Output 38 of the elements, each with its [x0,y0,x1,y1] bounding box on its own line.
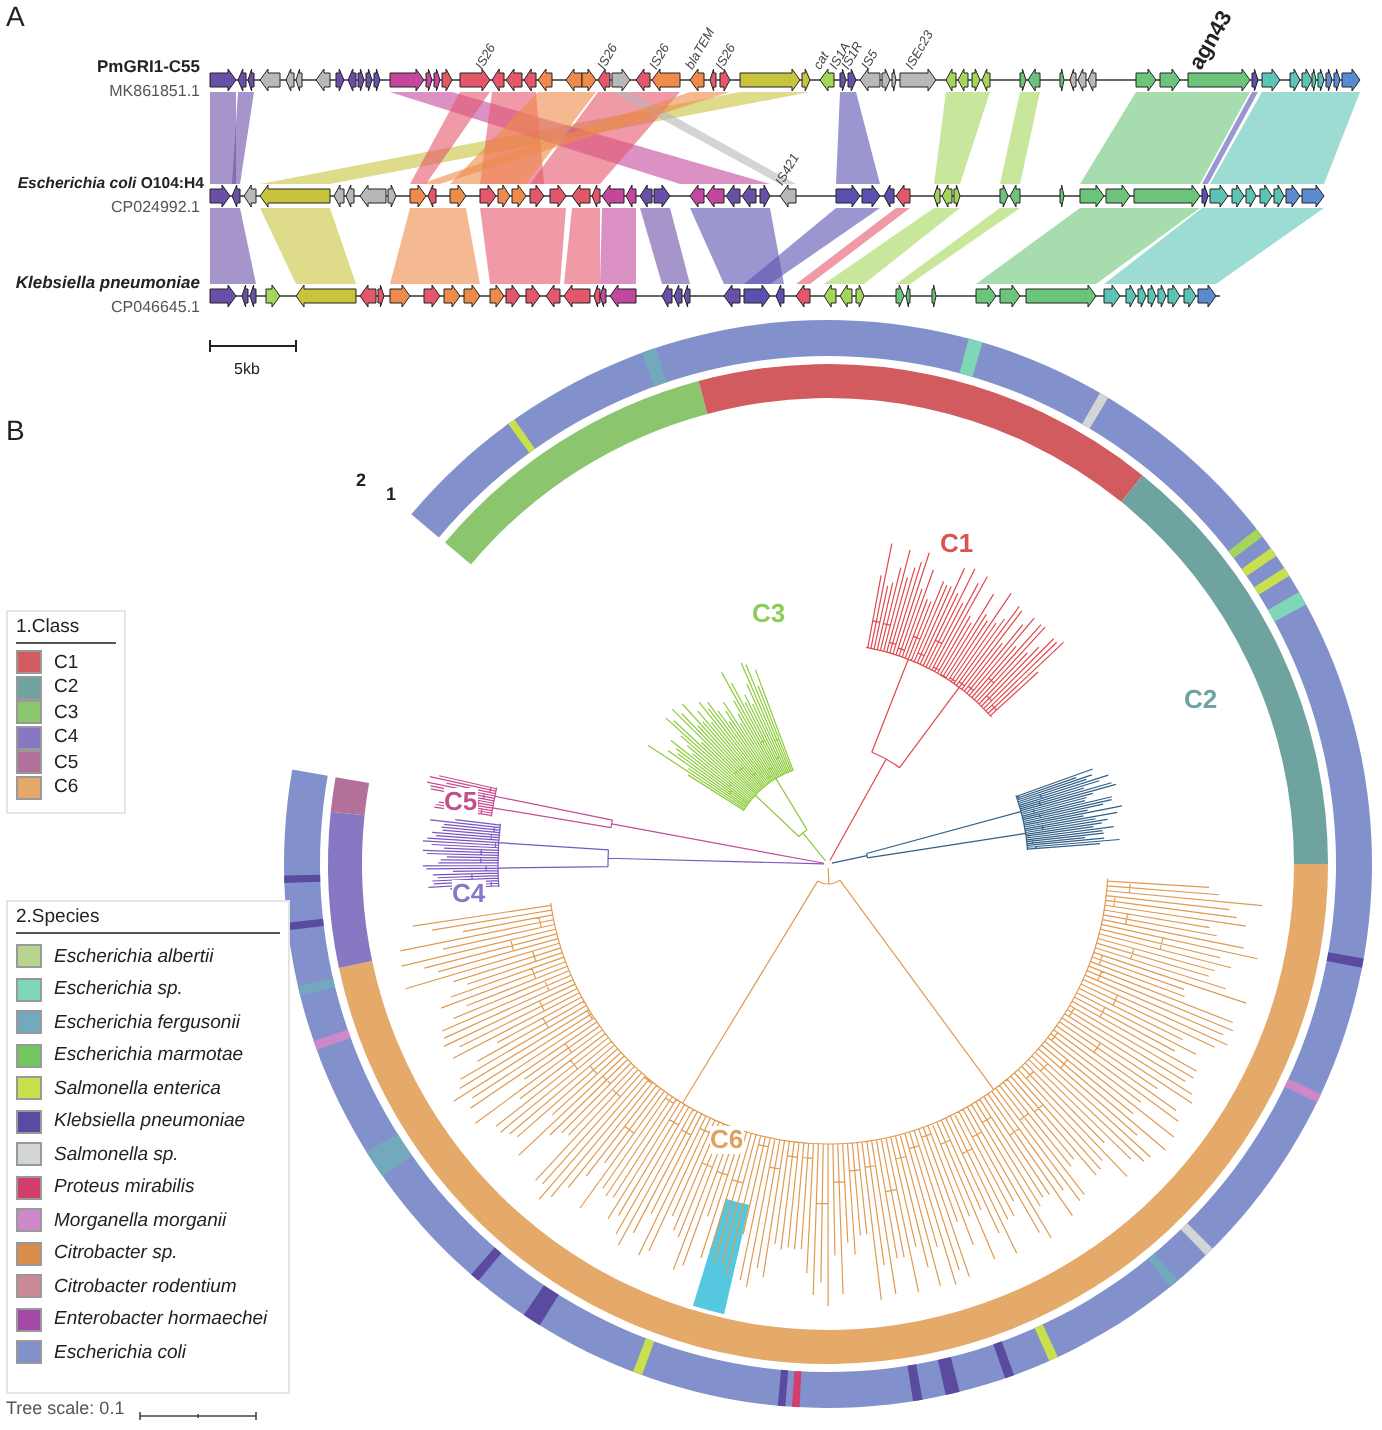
legend-label: Salmonella enterica [54,1077,221,1100]
legend-label: Escherichia albertii [54,945,214,968]
scale-label: 5kb [234,362,260,380]
accession-number: CP024992.1 [111,200,200,218]
ring-number: 2 [356,472,367,492]
legend-label: Escherichia marmotae [54,1044,244,1067]
sequence-name: PmGRI1-C55 [97,58,200,77]
accession-number: CP046645.1 [111,300,200,318]
legend-label: C3 [54,701,79,724]
legend-label: C1 [54,651,79,674]
legend-label: C6 [54,776,79,799]
clade-label: C6 [710,1126,744,1155]
legend-label: C4 [54,726,79,749]
legend-title: 1.Class [16,616,116,644]
legend-label: Escherichia coli [54,1341,186,1364]
panel-label: A [6,2,25,33]
legend-label: C5 [54,751,79,774]
legend-label: Proteus mirabilis [54,1176,195,1199]
legend-label: Klebsiella pneumoniae [54,1110,246,1133]
clade-label: C4 [452,880,486,909]
clade-label: C5 [444,788,478,817]
legend-label: C2 [54,676,79,699]
clade-label: C2 [1184,686,1218,715]
legend-label: Escherichia fergusonii [54,1011,240,1034]
legend-label: Morganella morganii [54,1209,227,1232]
sequence-name: Klebsiella pneumoniae [15,274,200,293]
legend-label: Citrobacter sp. [54,1242,178,1265]
accession-number: MK861851.1 [109,84,200,102]
legend-label: Enterobacter hormaechei [54,1308,268,1331]
legend-label: Citrobacter rodentium [54,1275,237,1298]
scale-label: Tree scale: 0.1 [6,1400,125,1420]
legend-title: 2.Species [16,906,280,934]
ring-number: 1 [386,486,397,506]
legend-label: Escherichia sp. [54,978,183,1001]
clade-label: C1 [940,530,974,559]
panel-label: B [6,416,25,447]
legend-label: Salmonella sp. [54,1143,179,1166]
clade-label: C3 [752,600,786,629]
